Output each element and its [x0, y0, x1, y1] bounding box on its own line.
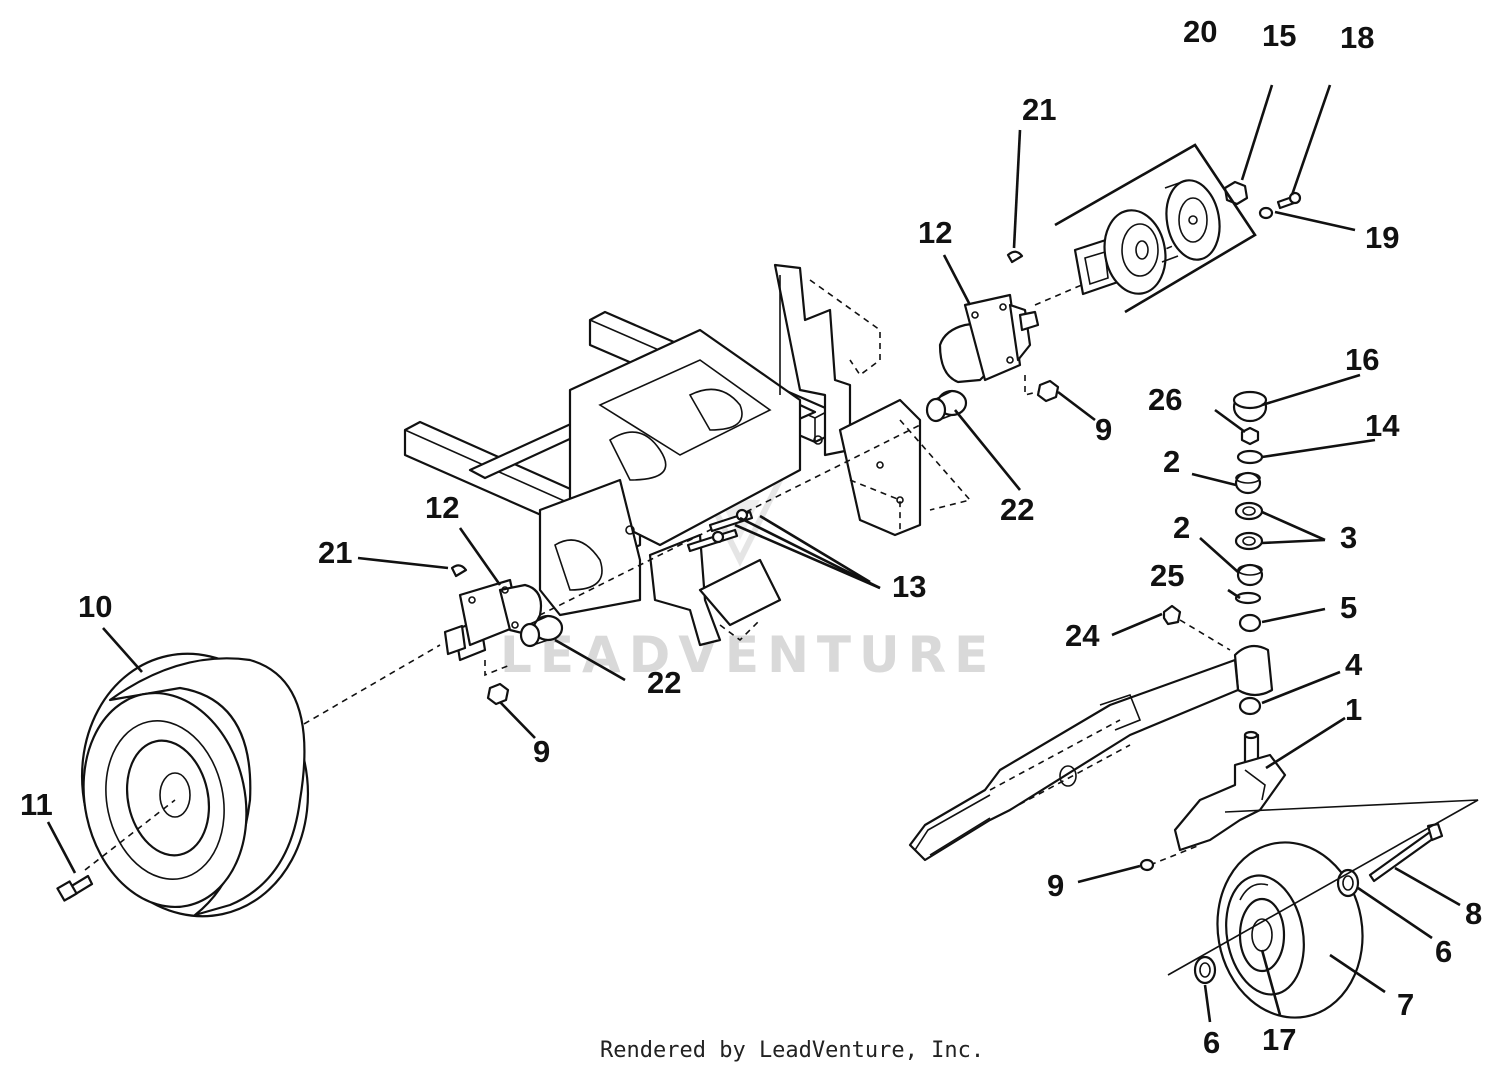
callout-9-caster: 9 [1047, 868, 1064, 903]
callout-21-left: 21 [318, 535, 352, 570]
woodruff-key-right [1006, 250, 1024, 264]
callout-14: 14 [1365, 408, 1400, 443]
caster-wheel-tire [1216, 841, 1364, 1019]
callout-10: 10 [78, 589, 112, 624]
axle-dash [1149, 844, 1201, 866]
footer-credit: Rendered by LeadVenture, Inc. [600, 1038, 984, 1063]
callout-4: 4 [1345, 647, 1363, 682]
callout-9-left: 9 [533, 734, 550, 769]
axle-centerline-left [284, 644, 441, 736]
callout-labels: 20 15 18 21 19 12 16 9 26 14 22 2 3 2 12… [20, 14, 1482, 1060]
callout-25: 25 [1150, 558, 1184, 593]
lock-nut-caster [1139, 858, 1155, 872]
callout-9-right: 9 [1095, 412, 1112, 447]
brake-washer [1258, 206, 1274, 220]
callout-22-left: 22 [647, 665, 681, 700]
callout-5: 5 [1340, 590, 1357, 625]
chassis-frame [403, 263, 972, 647]
callout-22-right: 22 [1000, 492, 1034, 527]
watermark: LEADVENTURE [500, 626, 996, 684]
callout-24: 24 [1065, 618, 1100, 653]
callout-2-upper: 2 [1163, 444, 1180, 479]
callout-15: 15 [1262, 18, 1296, 53]
callout-12-left: 12 [425, 490, 459, 525]
callout-18: 18 [1340, 20, 1374, 55]
bearing-race-lower [1234, 531, 1264, 551]
spacer-left [519, 614, 564, 648]
callout-3: 3 [1340, 520, 1357, 555]
washer-14 [1236, 449, 1264, 465]
lock-nut-left [486, 682, 510, 706]
o-ring-25 [1234, 591, 1262, 605]
lug-bolt [56, 874, 94, 902]
seal-5 [1238, 613, 1262, 633]
woodruff-key-left [450, 564, 468, 578]
leader-lines [46, 84, 1461, 1023]
callout-8: 8 [1465, 896, 1482, 931]
hydraulic-wheel-motor-right [938, 293, 1046, 397]
callout-16: 16 [1345, 342, 1379, 377]
lock-nut-26 [1240, 426, 1260, 446]
callout-2-lower: 2 [1173, 510, 1190, 545]
caster-arm [908, 644, 1274, 862]
callout-17: 17 [1262, 1022, 1296, 1057]
caster-fork [1173, 730, 1287, 852]
callout-13: 13 [892, 569, 926, 604]
brake-assembly [1073, 179, 1221, 296]
callout-7: 7 [1397, 987, 1414, 1022]
assembly-bracket-20 [1054, 143, 1257, 314]
callout-19: 19 [1365, 220, 1399, 255]
bearing-cone-upper [1234, 471, 1262, 495]
callout-11: 11 [20, 787, 53, 822]
callout-12-right: 12 [918, 215, 952, 250]
hydraulic-wheel-motor-left [443, 578, 543, 677]
lock-nut-right [1036, 379, 1060, 403]
rear-wheel-tire [80, 652, 310, 918]
callout-21-right: 21 [1022, 92, 1056, 127]
grease-fitting [1162, 604, 1231, 651]
callout-1: 1 [1345, 692, 1362, 727]
spacer-6-inner [1193, 955, 1217, 985]
caster-bracket-lines [1167, 799, 1479, 976]
studs [686, 508, 754, 553]
caster-bolt [1368, 822, 1444, 883]
callout-20: 20 [1183, 14, 1217, 49]
bearing-cone-lower [1236, 563, 1264, 587]
callout-6-inner: 6 [1203, 1025, 1220, 1060]
callout-26: 26 [1148, 382, 1182, 417]
brake-bolt [1276, 191, 1302, 210]
bearing-race-upper [1234, 501, 1264, 521]
dust-cap [1232, 390, 1268, 423]
callout-6-outer: 6 [1435, 934, 1452, 969]
bushing-4 [1238, 696, 1262, 716]
spacer-right [925, 389, 968, 423]
